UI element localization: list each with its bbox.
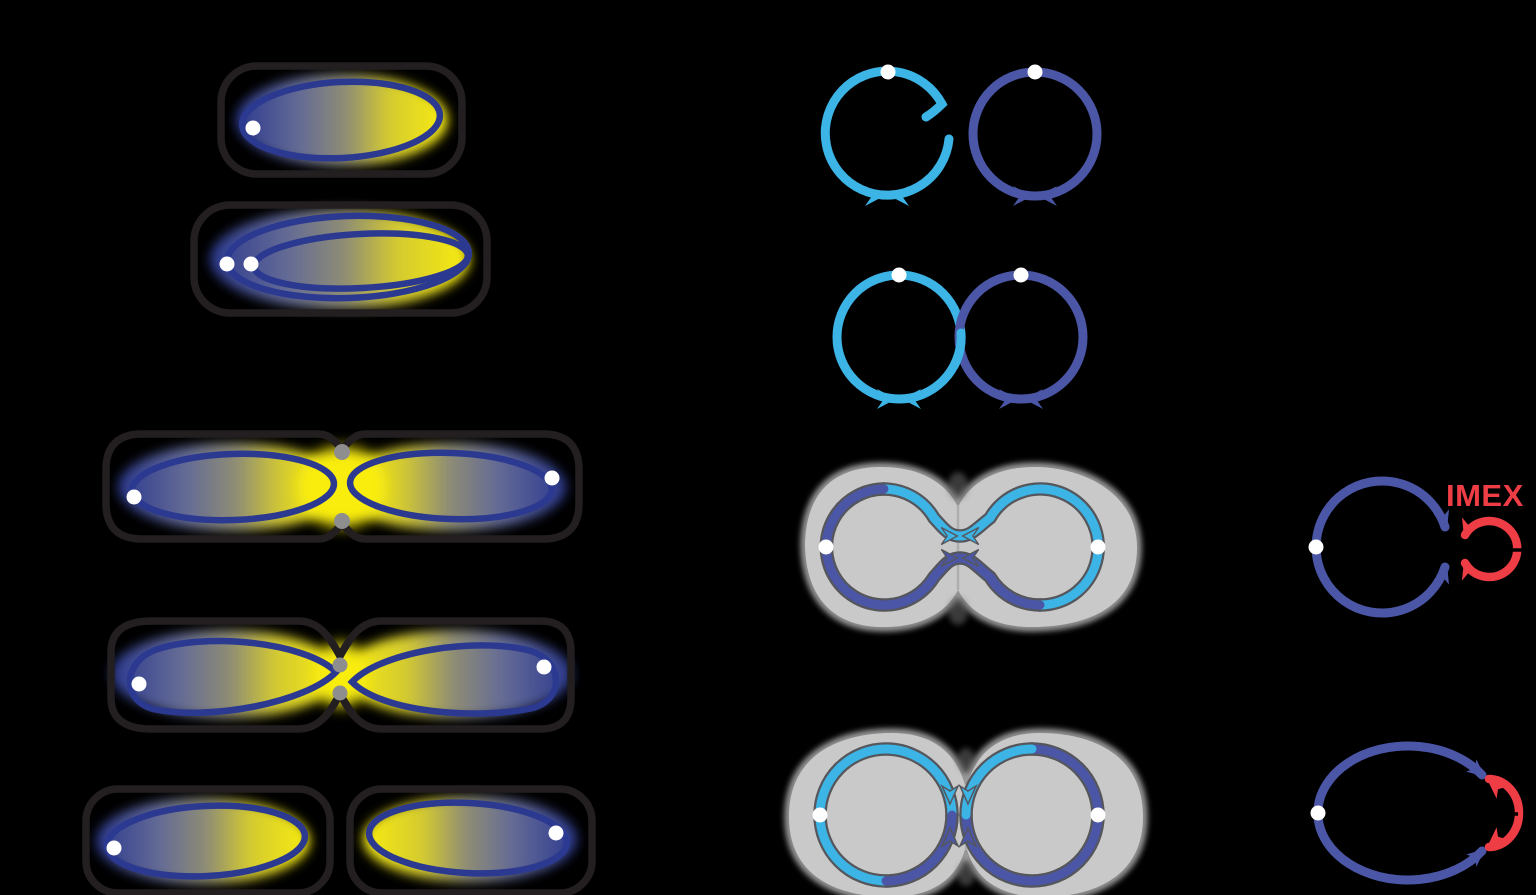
nucleoid-cloud — [96, 798, 310, 884]
cell-outline — [346, 785, 596, 895]
ori-dot — [243, 256, 259, 272]
chromosome-ring-blue — [954, 270, 1088, 404]
cell-stage-5-right-daughter — [346, 785, 596, 895]
ori-dot — [1013, 267, 1029, 283]
chromosome-loop — [365, 799, 571, 877]
ori-dot — [891, 267, 907, 283]
chromosome-ring — [820, 66, 954, 200]
chromosome-loop-right — [347, 642, 560, 717]
ori-dot — [536, 659, 552, 675]
ori-dot — [812, 807, 828, 823]
ori-dot — [544, 470, 560, 486]
constriction-shadow — [957, 862, 975, 886]
cell-stage-1 — [217, 62, 466, 178]
cell-outline — [102, 430, 583, 543]
septum-dot — [332, 685, 348, 701]
nucleoid-center-glow — [315, 643, 367, 707]
panel-imex-integration: IMEX — [1308, 476, 1527, 885]
dividing-cell-body — [805, 466, 1138, 628]
right-chromosome-blue-arc — [961, 744, 1103, 886]
chromosome-ring — [968, 67, 1102, 201]
cell-outline — [82, 785, 334, 895]
cell-stage-3 — [102, 430, 583, 543]
cell-outline — [190, 201, 491, 317]
ori-dot — [1090, 539, 1106, 555]
cell-outline — [107, 617, 575, 733]
catenated-chromosomes — [832, 267, 1088, 409]
constriction-shadow — [957, 748, 975, 772]
catenane-crossing-over — [949, 328, 966, 371]
chromosome-ring-cyan — [832, 270, 966, 404]
septum-dot — [334, 513, 350, 529]
panel-nucleoid-cell-cycle — [82, 62, 596, 895]
ori-dot — [1027, 64, 1043, 80]
ori-dot — [131, 676, 147, 692]
integrated-imex-arc — [1484, 774, 1524, 852]
nucleoid-cloud — [363, 796, 577, 882]
cell-stage-2 — [190, 201, 491, 317]
cell-outline — [217, 62, 466, 178]
ori-dot — [880, 64, 896, 80]
ori-dot — [1310, 805, 1326, 821]
dimer-strand-cyan — [879, 484, 1103, 610]
cell-stage-5-left-daughter — [82, 785, 334, 895]
chromosome-ring — [1311, 476, 1450, 618]
dividing-cell-with-resolved-chromosomes — [784, 728, 1148, 895]
dividing-cell-with-dimer — [800, 462, 1142, 632]
constriction-shadow — [948, 597, 968, 625]
left-chromosome-cyan-arc — [815, 744, 957, 886]
ori-dot — [1308, 539, 1324, 555]
chromosome-loop-right — [346, 449, 556, 523]
ori-dot — [219, 256, 235, 272]
septum-dot — [332, 657, 348, 673]
panel-circular-chromosomes — [784, 64, 1148, 895]
dimer-strand-blue — [821, 484, 1045, 610]
ori-dot — [106, 840, 122, 856]
chromosome-ring — [1313, 741, 1487, 885]
ori-dot — [1090, 807, 1106, 823]
nucleoid-cloud — [236, 74, 448, 166]
constriction-shadow — [948, 472, 968, 500]
completed-chromosome-blue — [968, 64, 1102, 206]
ori-dot — [245, 120, 261, 136]
chromosome-with-integrated-imex — [1310, 741, 1524, 885]
ori-dot — [818, 539, 834, 555]
chromosome-with-free-imex: IMEX — [1308, 476, 1527, 618]
septum-dot — [334, 444, 350, 460]
ori-dot — [548, 825, 564, 841]
imex-label: IMEX — [1446, 478, 1524, 513]
replicating-chromosome-cyan — [820, 64, 954, 206]
nucleoid-cloud-right — [342, 630, 572, 718]
cell-stage-4 — [107, 617, 575, 733]
chromosome-loop — [238, 78, 444, 162]
chromosome-loop-left — [126, 637, 341, 716]
ori-dot — [126, 489, 142, 505]
